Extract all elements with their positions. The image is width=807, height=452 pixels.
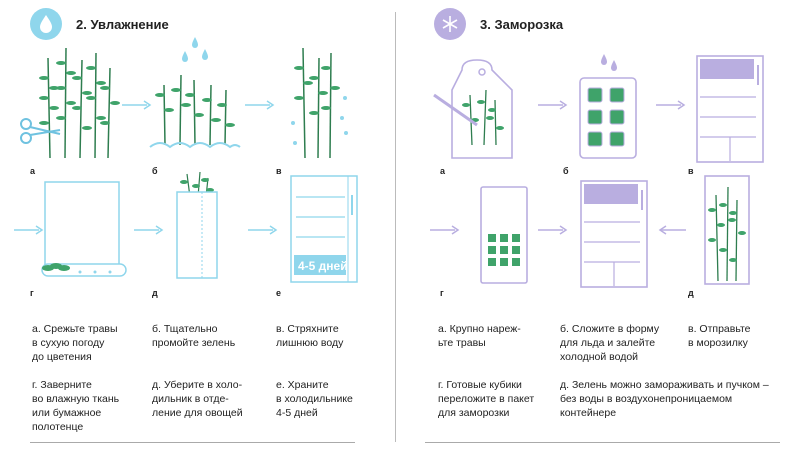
step-caption: е. Храните в холодильнике 4-5 дней (276, 379, 353, 419)
arrow-left-icon (658, 225, 686, 235)
arrow-right-icon (248, 225, 278, 235)
freezer-bag-illustration (480, 186, 530, 291)
fridge-illustration: 4-5 дней (290, 175, 358, 290)
step-letter: г (30, 288, 34, 298)
freezer-illustration (580, 180, 650, 295)
step-letter: е (276, 288, 282, 298)
humidify-panel: 2. Увлажнение а б (0, 0, 395, 452)
step-letter: б (563, 166, 569, 176)
arrow-right-icon (656, 100, 686, 110)
storage-duration-label: 4-5 дней (298, 259, 348, 273)
bottom-rule-right (425, 442, 780, 443)
bottom-rule-left (30, 442, 355, 443)
arrow-right-icon (245, 100, 275, 110)
arrow-right-icon (538, 225, 568, 235)
arrow-right-icon (538, 100, 568, 110)
step-letter: в (276, 166, 282, 176)
airtight-container-illustration (704, 175, 750, 292)
step-caption: б. Сложите в форму для льда и залейте хо… (560, 323, 660, 363)
freezer-illustration (696, 55, 766, 170)
step-caption: г. Заверните во влажную ткань или бумажн… (32, 379, 120, 433)
snowflake-icon (434, 8, 466, 40)
step-caption: а. Срежьте травы в сухую погоду до цвете… (32, 323, 118, 363)
section-title: 2. Увлажнение (76, 17, 169, 32)
vegetable-drawer-illustration (172, 171, 222, 285)
step-caption: д. Уберите в холо- дильник в отде- ление… (152, 379, 243, 419)
herbs-washing-illustration (149, 35, 241, 165)
arrow-right-icon (430, 225, 460, 235)
ice-tray-illustration (578, 52, 638, 165)
arrow-right-icon (122, 100, 152, 110)
arrow-right-icon (14, 225, 44, 235)
step-letter: д (688, 288, 694, 298)
water-drop-icon (30, 8, 62, 40)
section-title: 3. Заморозка (480, 17, 564, 32)
step-caption: а. Крупно нареж- ьте травы (438, 323, 521, 349)
step-letter: б (152, 166, 158, 176)
arrow-right-icon (134, 225, 164, 235)
step-caption: в. Отправьте в морозилку (688, 323, 751, 349)
step-letter: в (688, 166, 694, 176)
cutting-board-illustration (432, 50, 522, 167)
step-caption: б. Тщательно промойте зелень (152, 323, 236, 349)
step-caption: г. Готовые кубики переложите в пакет для… (438, 379, 535, 419)
step-letter: д (152, 288, 158, 298)
herbs-shaking-illustration (290, 38, 350, 165)
section-divider (395, 12, 396, 442)
freeze-panel: 3. Заморозка а б (410, 0, 807, 452)
step-caption: д. Зелень можно замораживать и пучком – … (560, 379, 769, 419)
step-letter: г (440, 288, 444, 298)
step-letter: а (30, 166, 36, 176)
herbs-cutting-illustration (20, 38, 120, 165)
step-caption: в. Стряхните лишнюю воду (276, 323, 344, 349)
towel-wrap-illustration (40, 180, 130, 285)
step-letter: а (440, 166, 446, 176)
